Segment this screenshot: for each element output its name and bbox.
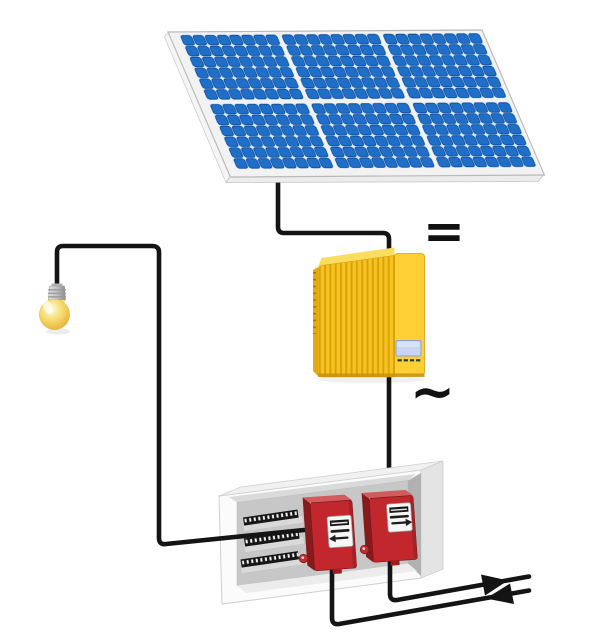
solar-module (310, 102, 436, 169)
breaker-row (240, 551, 305, 574)
feed-in-meter-wire (329, 563, 532, 627)
solar-module (381, 33, 508, 99)
grid-connection (481, 574, 514, 604)
grid-import-arrow-icon (486, 583, 514, 604)
feed-in-meter (302, 494, 357, 575)
bulb-shadow (46, 328, 70, 335)
breaker-row (242, 509, 304, 532)
inverter-indicator-dashes (397, 359, 421, 362)
inverter-ribbed-face (317, 255, 395, 378)
board-inner-ceiling (229, 474, 416, 503)
solar-module (179, 34, 305, 100)
board-right-face (420, 460, 444, 579)
solar-module (280, 33, 406, 100)
consumption-meter-wire (387, 553, 532, 603)
breaker-row (243, 530, 305, 553)
ac-symbol-label: ~ (410, 360, 455, 423)
feed-in-meter-window (326, 514, 354, 549)
light-bulb (39, 283, 70, 335)
solar-module (411, 102, 537, 168)
inverter-top-face (318, 247, 395, 267)
right-arrow-icon (391, 518, 413, 527)
bulb-cap-ridges (47, 289, 67, 298)
inverter-vent-slits (313, 272, 318, 334)
inverter (313, 247, 425, 383)
solar-panel (164, 29, 546, 184)
solar-panel-modules (179, 33, 537, 169)
consumption-meter (361, 489, 418, 566)
inverter-shadow (317, 376, 425, 383)
light-bulb-wire (54, 243, 307, 547)
left-arrow-icon (329, 534, 349, 543)
solar-module (209, 103, 335, 169)
board-floor (237, 563, 417, 593)
inverter-door (394, 253, 425, 376)
inverter-bottom-shade (318, 373, 425, 377)
grid-export-arrow-icon (481, 574, 508, 596)
bulb-highlight (42, 300, 54, 315)
consumption-meter-window (386, 502, 413, 533)
dc-to-ac-trunk-wire (275, 163, 392, 472)
meter-mounting-ears (298, 544, 370, 564)
dc-symbol-label: = (423, 202, 465, 260)
inverter-display (395, 340, 422, 362)
